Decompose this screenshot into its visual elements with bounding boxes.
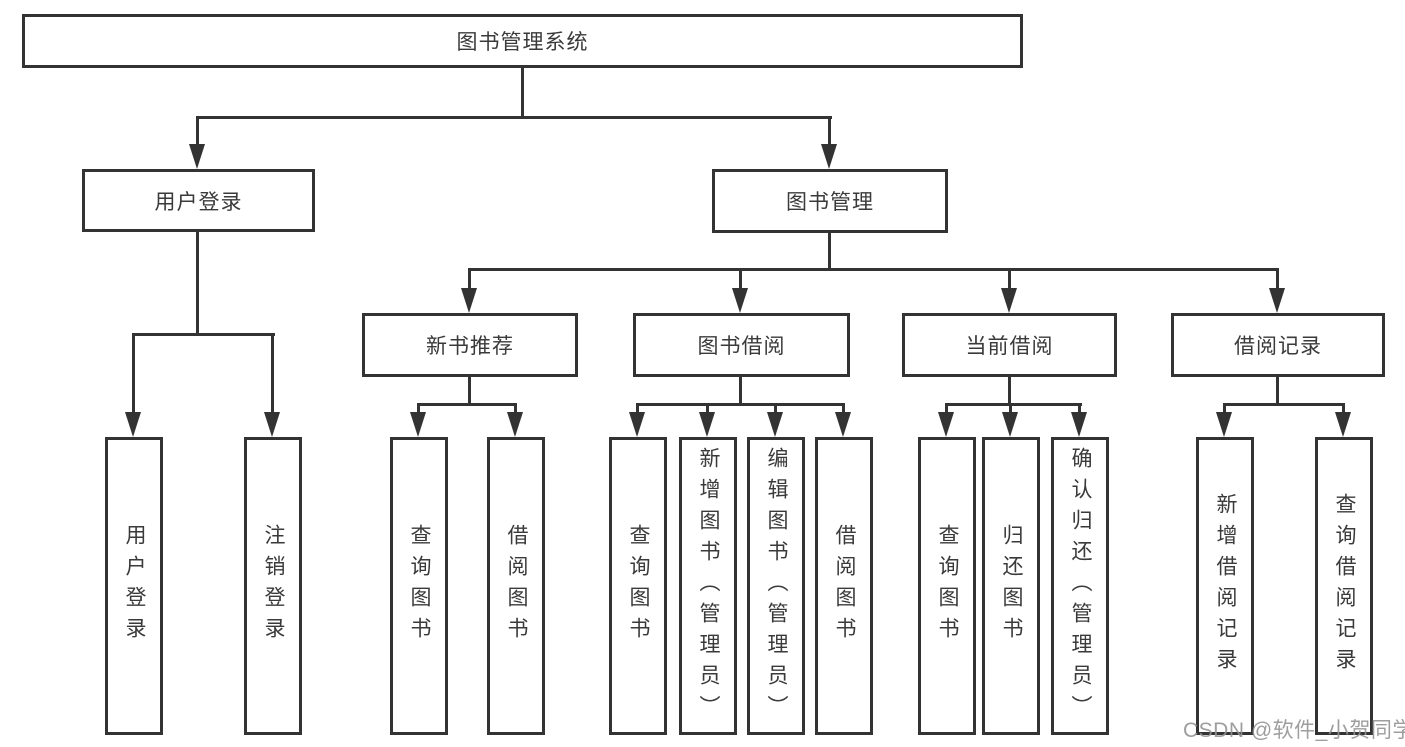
connector-line [468, 270, 471, 290]
leaf-query-books-current: 查询图书 [918, 437, 976, 735]
leaf-borrow-books-recommend: 借阅图书 [487, 437, 545, 735]
leaf-user-login: 用户登录 [105, 437, 163, 735]
connector-line [828, 118, 831, 146]
arrow-down-icon [1001, 288, 1017, 313]
connector-line [196, 118, 199, 146]
connector-line [706, 405, 709, 415]
node-label: 注销登录 [262, 524, 285, 648]
arrow-down-icon [264, 412, 280, 437]
connector-line [196, 116, 832, 119]
connector-line [1276, 377, 1279, 406]
leaf-edit-book-admin: 编辑图书（管理员） [747, 437, 805, 735]
connector-line [1223, 403, 1345, 406]
node-label: 新增借阅记录 [1214, 493, 1237, 679]
arrow-down-icon [821, 144, 837, 169]
arrow-down-icon [507, 412, 523, 437]
node-user-login: 用户登录 [82, 169, 315, 232]
leaf-add-borrow-record: 新增借阅记录 [1196, 437, 1254, 735]
arrow-down-icon [1269, 288, 1285, 313]
leaf-logout: 注销登录 [244, 437, 302, 735]
connector-line [636, 405, 639, 415]
arrow-down-icon [461, 288, 477, 313]
node-current-borrow: 当前借阅 [902, 313, 1117, 377]
connector-line [271, 335, 274, 414]
node-library-system: 图书管理系统 [22, 14, 1023, 68]
csdn-watermark: CSDN @软件_小贺同学 [1183, 719, 1405, 742]
connector-line [774, 405, 777, 415]
arrow-down-icon [767, 412, 783, 437]
leaf-add-book-admin: 新增图书（管理员） [679, 437, 737, 735]
arrow-down-icon [189, 144, 205, 169]
connector-line [132, 333, 275, 336]
node-label: 查询图书 [408, 524, 431, 648]
node-label: 图书管理系统 [456, 31, 589, 54]
node-label: 图书借阅 [697, 335, 786, 358]
arrow-down-icon [125, 412, 141, 437]
node-label: 用户登录 [123, 524, 146, 648]
arrow-down-icon [732, 288, 748, 313]
node-label: 借阅图书 [833, 524, 856, 648]
node-label: 图书管理 [786, 191, 874, 214]
connector-line [636, 403, 845, 406]
arrow-down-icon [410, 412, 426, 437]
connector-line [739, 270, 742, 290]
connector-line [945, 405, 948, 415]
node-label: 查询图书 [936, 524, 959, 648]
connector-line [1009, 405, 1012, 415]
leaf-confirm-return-admin: 确认归还（管理员） [1051, 437, 1109, 735]
node-label: 归还图书 [1000, 524, 1023, 648]
connector-line [468, 377, 471, 406]
leaf-query-books-recommend: 查询图书 [390, 437, 448, 735]
connector-line [945, 403, 1082, 406]
arrow-down-icon [835, 412, 851, 437]
arrow-down-icon [1002, 412, 1018, 437]
arrow-down-icon [1216, 412, 1232, 437]
connector-line [1078, 405, 1081, 415]
connector-line [196, 232, 199, 336]
node-label: 确认归还（管理员） [1069, 446, 1092, 726]
connector-line [1223, 405, 1226, 415]
node-label: 借阅记录 [1234, 335, 1322, 358]
connector-line [468, 268, 1279, 271]
connector-line [1276, 270, 1279, 290]
connector-line [739, 377, 742, 406]
connector-line [521, 67, 524, 119]
arrow-down-icon [1335, 412, 1351, 437]
connector-line [1342, 405, 1345, 415]
node-book-borrow: 图书借阅 [633, 313, 850, 377]
connector-line [842, 405, 845, 415]
node-label: 新增图书（管理员） [697, 446, 720, 726]
node-label: 编辑图书（管理员） [765, 446, 788, 726]
connector-line [417, 405, 420, 415]
node-label: 查询图书 [627, 524, 650, 648]
connector-line [132, 335, 135, 414]
node-book-management: 图书管理 [712, 169, 948, 233]
node-label: 借阅图书 [505, 524, 528, 648]
leaf-borrow-books: 借阅图书 [815, 437, 873, 735]
node-new-book-recommend: 新书推荐 [362, 313, 578, 377]
arrow-down-icon [629, 412, 645, 437]
node-label: 新书推荐 [426, 335, 514, 358]
connector-line [1008, 377, 1011, 406]
node-borrow-records: 借阅记录 [1171, 313, 1385, 377]
node-label: 用户登录 [154, 190, 243, 214]
node-label: 查询借阅记录 [1333, 493, 1356, 679]
connector-line [514, 405, 517, 415]
arrow-down-icon [699, 412, 715, 437]
connector-line [828, 233, 831, 271]
node-label: 当前借阅 [965, 335, 1054, 358]
connector-line [1008, 270, 1011, 290]
leaf-return-book: 归还图书 [982, 437, 1040, 735]
leaf-query-borrow-record: 查询借阅记录 [1315, 437, 1373, 735]
arrow-down-icon [1071, 412, 1087, 437]
arrow-down-icon [938, 412, 954, 437]
leaf-query-books-borrow: 查询图书 [609, 437, 667, 735]
connector-line [417, 403, 517, 406]
